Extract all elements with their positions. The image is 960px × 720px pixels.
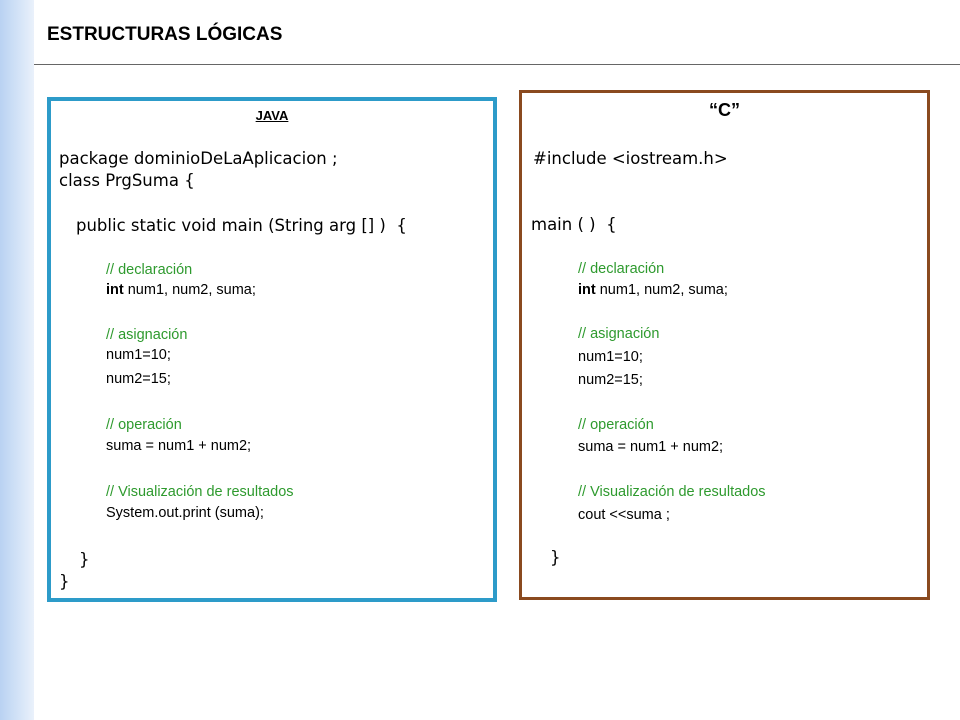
- java-main-line: public static void main (String arg [] )…: [76, 216, 407, 235]
- c-declaration-line: int num1, num2, suma;: [578, 282, 728, 299]
- c-comment-visualizacion: // Visualización de resultados: [578, 484, 766, 500]
- java-declaration-rest: num1, num2, suma;: [123, 282, 256, 298]
- java-close-inner-brace: }: [79, 550, 90, 569]
- side-accent-bar: [0, 0, 34, 720]
- java-comment-declaracion: // declaración: [106, 262, 193, 278]
- java-package-line: package dominioDeLaAplicacion ;: [59, 149, 338, 168]
- title-divider: [34, 64, 960, 65]
- c-assign-2: num2=15;: [578, 372, 643, 388]
- c-code-panel: “C” #include <iostream.h> main ( ) { // …: [519, 90, 930, 600]
- c-include-line: #include <iostream.h>: [533, 149, 728, 168]
- java-comment-visualizacion: // Visualización de resultados: [106, 484, 294, 500]
- java-code-panel: JAVA package dominioDeLaAplicacion ; cla…: [47, 97, 497, 602]
- c-main-line: main ( ) {: [531, 215, 617, 234]
- java-comment-asignacion: // asignación: [106, 327, 188, 343]
- c-int-keyword: int: [578, 282, 596, 298]
- java-int-keyword: int: [106, 282, 124, 298]
- c-comment-declaracion: // declaración: [578, 261, 665, 277]
- java-class-line: class PrgSuma {: [59, 171, 195, 190]
- c-comment-asignacion: // asignación: [578, 326, 660, 342]
- c-assign-1: num1=10;: [578, 349, 643, 365]
- java-close-outer-brace: }: [59, 572, 70, 591]
- java-operation-line: suma = num1 + num2;: [106, 438, 252, 454]
- c-declaration-rest: num1, num2, suma;: [595, 282, 728, 298]
- c-comment-operacion: // operación: [578, 417, 654, 433]
- java-heading: JAVA: [255, 108, 289, 123]
- java-comment-operacion: // operación: [106, 417, 182, 433]
- c-close-brace: }: [550, 548, 561, 567]
- c-heading: “C”: [709, 100, 740, 120]
- java-assign-2: num2=15;: [106, 371, 171, 387]
- c-output-line: cout <<suma ;: [578, 507, 670, 523]
- java-output-line: System.out.print (suma);: [106, 505, 264, 521]
- java-declaration-line: int num1, num2, suma;: [106, 282, 256, 299]
- c-operation-line: suma = num1 + num2;: [578, 439, 724, 455]
- java-assign-1: num1=10;: [106, 347, 171, 363]
- page-title: ESTRUCTURAS LÓGICAS: [47, 24, 283, 45]
